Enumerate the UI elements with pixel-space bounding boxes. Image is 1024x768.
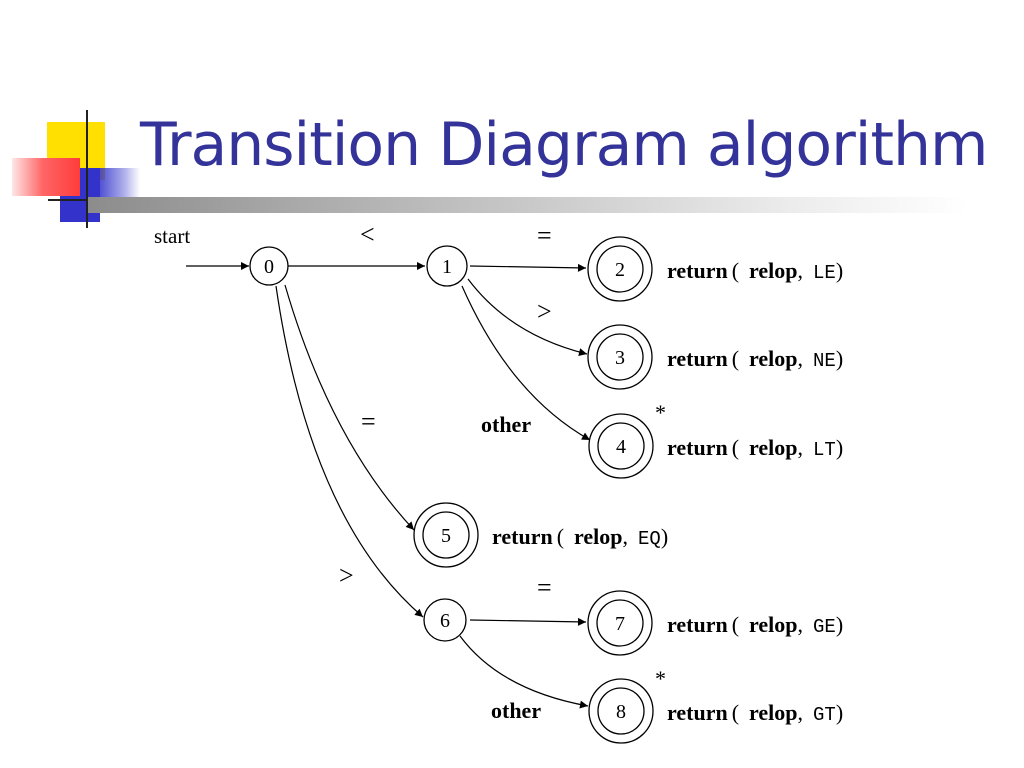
action-state-7: return ( relop, GE) xyxy=(667,612,843,638)
edge-1-3 xyxy=(467,278,588,356)
edge-6-8 xyxy=(459,635,589,709)
state-8-label: 8 xyxy=(616,701,626,723)
state-4: 4 xyxy=(588,413,654,479)
start-label: start xyxy=(154,224,190,248)
action-keyword: return xyxy=(667,435,728,460)
state-7: 7 xyxy=(587,590,653,656)
state-4-label: 4 xyxy=(616,436,626,458)
state-3: 3 xyxy=(587,324,653,390)
action-state-4: return ( relop, LT) xyxy=(667,435,843,461)
action-state-5: return ( relop, EQ) xyxy=(492,524,668,550)
edge-1-2 xyxy=(469,263,587,272)
action-state-8: return ( relop, GT) xyxy=(667,700,843,726)
state-1: 1 xyxy=(426,245,468,287)
corner-bar-red xyxy=(12,158,80,196)
edge-6-7 xyxy=(469,617,587,626)
edge-1-4 xyxy=(461,285,591,441)
edge-label-1-3: > xyxy=(537,297,552,326)
edge-label-6-8: other xyxy=(491,698,541,723)
action-keyword: return xyxy=(492,524,553,549)
action-state-3: return ( relop, NE) xyxy=(667,346,843,372)
state-0-label: 0 xyxy=(264,256,274,278)
action-keyword: return xyxy=(667,612,728,637)
edge-0-5 xyxy=(284,284,415,531)
state-7-label: 7 xyxy=(615,613,625,635)
retract-star-4: * xyxy=(655,400,666,425)
action-keyword: return xyxy=(667,700,728,725)
state-5-label: 5 xyxy=(441,525,451,547)
title-divider xyxy=(88,197,968,213)
edge-label-6-7: = xyxy=(537,573,552,602)
edge-label-0-5: = xyxy=(361,407,376,436)
state-3-label: 3 xyxy=(615,347,625,369)
corner-line-vertical xyxy=(86,110,88,228)
state-8: 8 xyxy=(588,678,654,744)
action-state-2: return ( relop, LE) xyxy=(667,258,843,284)
action-keyword: return xyxy=(667,258,728,283)
state-0: 0 xyxy=(249,246,289,286)
state-6-label: 6 xyxy=(440,610,450,632)
edge-0-6 xyxy=(275,285,424,618)
state-2: 2 xyxy=(587,236,653,302)
slide-title: Transition Diagram algorithm xyxy=(140,110,988,180)
state-6: 6 xyxy=(423,598,467,642)
edge-label-0-1: < xyxy=(360,220,375,249)
edge-label-1-4: other xyxy=(481,412,531,437)
state-2-label: 2 xyxy=(615,259,625,281)
state-5: 5 xyxy=(413,502,479,568)
corner-line-horizontal xyxy=(48,199,108,201)
state-1-label: 1 xyxy=(442,256,452,278)
action-keyword: return xyxy=(667,346,728,371)
edge-label-0-6: > xyxy=(339,561,354,590)
edge-label-1-2: = xyxy=(537,221,552,250)
retract-star-8: * xyxy=(655,666,666,691)
